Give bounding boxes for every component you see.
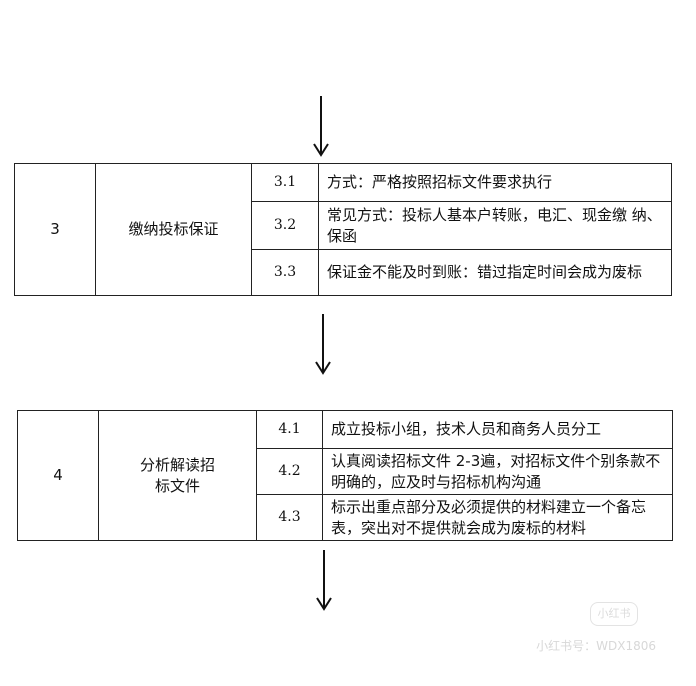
substep-number: 3.3: [251, 249, 319, 296]
down-arrow-icon: [311, 96, 331, 158]
watermark-text: 小红书号：WDX1806: [536, 639, 656, 653]
substep-description: 认真阅读招标文件 2-3遍，对招标文件个别条款不明确的，应及时与招标机构沟通: [322, 448, 673, 495]
step-number: 4: [17, 410, 99, 541]
step-number: 3: [14, 163, 96, 296]
substep-number: 3.1: [251, 163, 319, 202]
substep-description: 标示出重点部分及必须提供的材料建立一个备忘表，突出对不提供就会成为废标的材料: [322, 494, 673, 541]
down-arrow-icon: [314, 550, 334, 612]
substep-description: 成立投标小组，技术人员和商务人员分工: [322, 410, 673, 449]
substep-number: 3.2: [251, 201, 319, 250]
step-title-text: 分析解读招标文件: [139, 455, 215, 495]
substep-number: 4.1: [256, 410, 323, 449]
watermark-logo: 小红书: [590, 602, 638, 626]
down-arrow-icon: [313, 314, 333, 376]
substep-description: 方式：严格按照招标文件要求执行: [318, 163, 672, 202]
substep-number: 4.2: [256, 448, 323, 495]
substep-number: 4.3: [256, 494, 323, 541]
step-title: 缴纳投标保证: [95, 163, 252, 296]
substep-description: 保证金不能及时到账：错过指定时间会成为废标: [318, 249, 672, 296]
step-3-table: 3 缴纳投标保证 3.1 方式：严格按照招标文件要求执行 3.2 常见方式：投标…: [14, 163, 672, 296]
substep-description: 常见方式：投标人基本户转账，电汇、现金缴 纳、保函: [318, 201, 672, 250]
step-4-table: 4 分析解读招标文件 4.1 成立投标小组，技术人员和商务人员分工 4.2 认真…: [17, 410, 673, 541]
step-title: 分析解读招标文件: [98, 410, 257, 541]
